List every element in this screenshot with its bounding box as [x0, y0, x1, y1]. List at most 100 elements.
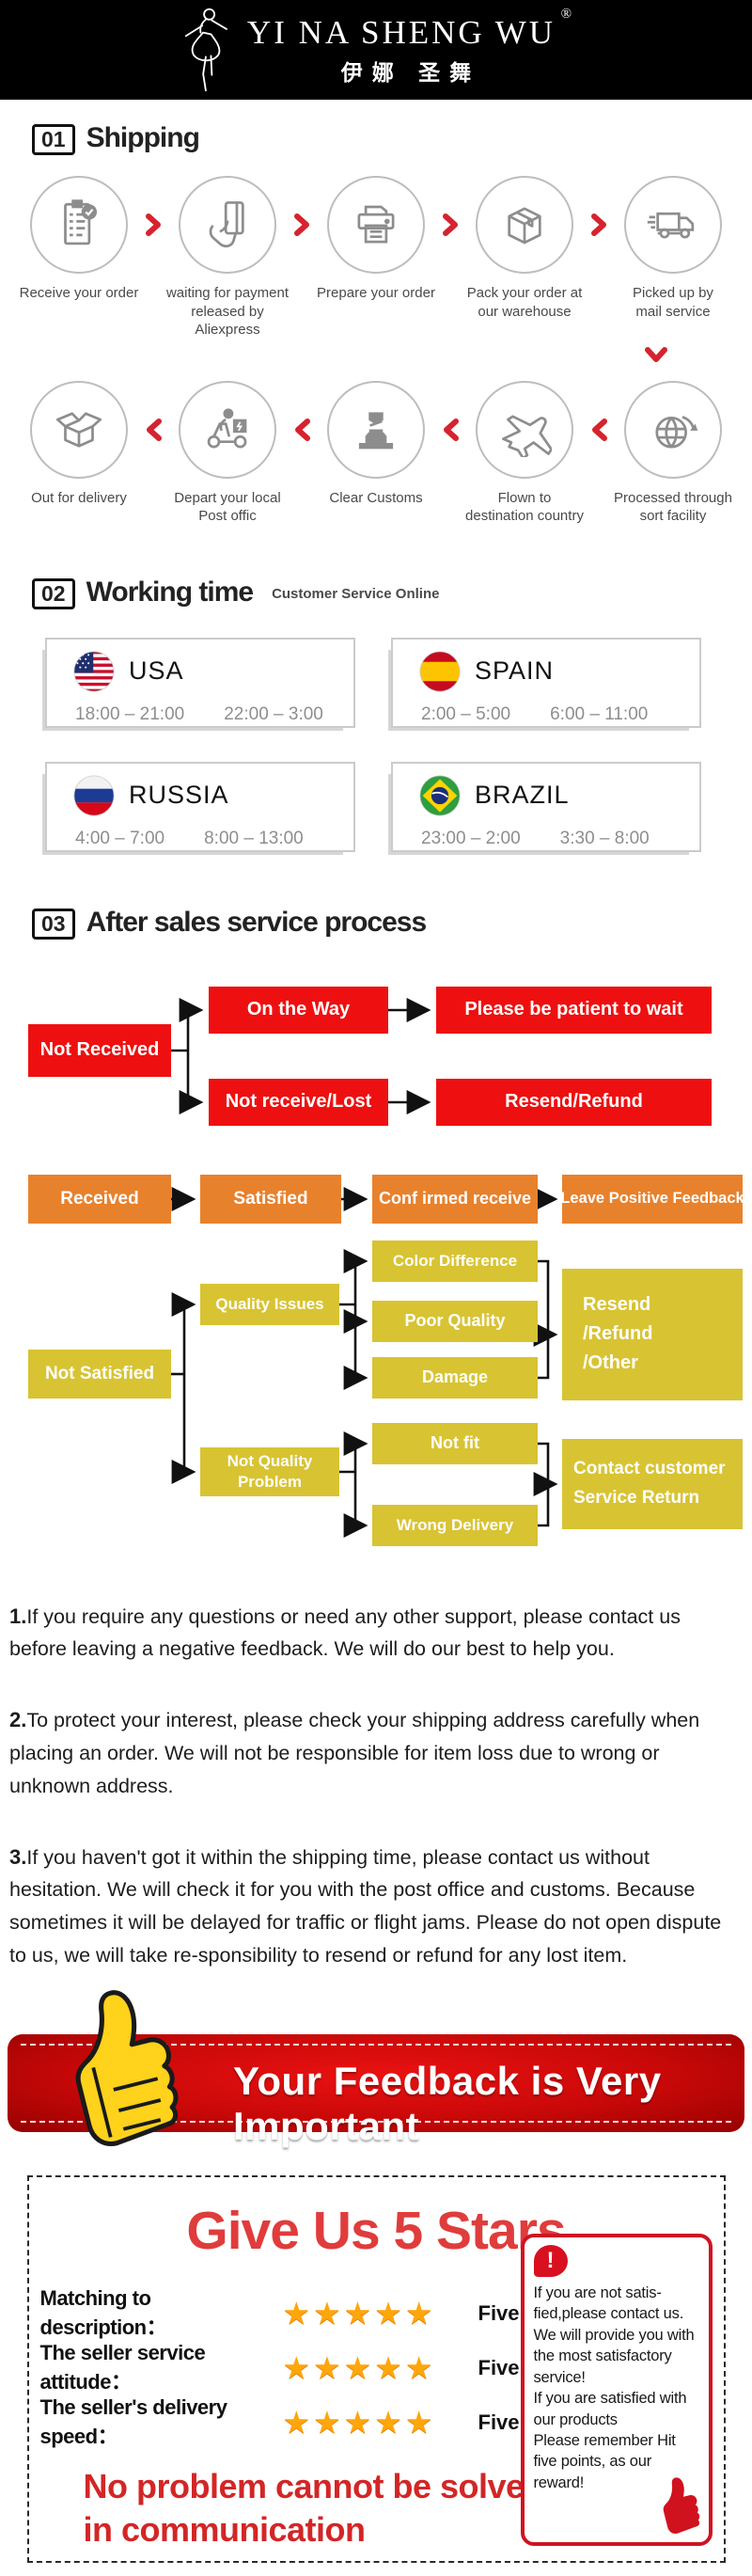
flow-resend-refund-other: Resend /Refund /Other — [562, 1268, 743, 1400]
service-hours: 18:00 – 21:00 — [75, 703, 185, 724]
flowchart-connectors — [169, 997, 558, 1538]
section-shipping-title: 01 Shipping — [32, 122, 752, 155]
shipping-row-2: Out for delivery Depart your local Post … — [0, 380, 752, 526]
arrow-left-icon — [439, 418, 462, 441]
shipping-step: Depart your local Post offic — [164, 380, 290, 526]
shipping-step-label: Receive your order — [19, 285, 139, 301]
section-name: Shipping — [86, 122, 200, 153]
shipping-step-label: Flown to destination country — [465, 489, 584, 525]
section-working-title: 02 Working time Customer Service Online — [32, 576, 752, 609]
note-1: 1.If you require any questions or need a… — [9, 1600, 743, 1667]
note-text: If you require any questions or need any… — [9, 1604, 681, 1661]
globe-icon — [624, 380, 722, 479]
flow-damage: Damage — [372, 1356, 538, 1399]
five-stars-icons: ★★★★★ — [282, 2350, 436, 2386]
thumbs-up-small-icon — [663, 2477, 699, 2534]
thumbs-up-icon — [75, 1990, 179, 2146]
flow-on-the-way: On the Way — [209, 986, 388, 1034]
shipping-step: Receive your order — [16, 176, 142, 303]
five-stars-icons: ★★★★★ — [282, 2405, 436, 2441]
section-number: 03 — [32, 908, 75, 940]
notes-section: 1.If you require any questions or need a… — [9, 1600, 743, 1972]
shipping-step: Out for delivery — [16, 380, 142, 508]
shipping-step: Clear Customs — [313, 380, 439, 508]
brand-name-en: YI NA SHENG WU ® — [246, 7, 574, 52]
note-number: 3. — [9, 1844, 27, 1869]
clipboard-check-icon — [30, 176, 128, 274]
five-stars-section: Give Us 5 Stars Matching to description：… — [26, 2174, 726, 2563]
rating-label: The seller's delivery speed： — [39, 2394, 227, 2448]
dancer-silhouette-icon — [184, 8, 227, 92]
brand-name-text: YI NA SHENG WU — [246, 13, 556, 51]
package-box-icon — [476, 176, 573, 274]
shipping-step: Prepare your order — [313, 176, 439, 303]
section-name: After sales service process — [86, 906, 428, 938]
open-box-icon — [30, 380, 128, 479]
arrow-right-icon — [290, 213, 313, 236]
flow-wrong-delivery: Wrong Delivery — [372, 1504, 538, 1546]
shipping-step-label: Out for delivery — [31, 489, 127, 506]
service-hours: 8:00 – 13:00 — [204, 828, 304, 848]
service-hours: 6:00 – 11:00 — [550, 703, 649, 724]
note-text: If you haven't got it within the shippin… — [9, 1845, 722, 1968]
shipping-step-label: Prepare your order — [317, 285, 435, 301]
rating-label: Matching to description： — [39, 2285, 167, 2339]
country-name: BRAZIL — [475, 781, 570, 809]
flow-not-receive-lost: Not receive/Lost — [209, 1078, 388, 1126]
section-subtitle: Customer Service Online — [272, 585, 440, 602]
flow-not-quality-problem: Not Quality Problem — [200, 1446, 339, 1496]
arrow-left-icon — [142, 418, 164, 441]
shipping-step-label: Depart your local Post offic — [174, 489, 281, 525]
arrow-down-icon — [0, 343, 752, 375]
note-number: 1. — [9, 1604, 27, 1628]
alert-icon: ! — [533, 2244, 572, 2279]
section-number: 02 — [32, 577, 75, 609]
five-stars-title: Give Us 5 Stars — [186, 2200, 566, 2261]
flow-confirmed-receive: Conf irmed receive — [372, 1174, 538, 1224]
flow-contact-customer: Contact customer Service Return — [562, 1438, 743, 1529]
service-hours: 22:00 – 3:00 — [224, 703, 323, 724]
five-stars-icons: ★★★★★ — [282, 2296, 436, 2331]
flow-resend-refund: Resend/Refund — [436, 1078, 712, 1126]
shipping-step-label: Clear Customs — [329, 489, 423, 506]
shipping-step: Picked up by mail service — [610, 176, 736, 321]
flow-not-fit: Not fit — [372, 1422, 538, 1464]
shipping-step: Pack your order at our warehouse — [462, 176, 588, 321]
note-3: 3.If you haven't got it within the shipp… — [9, 1841, 743, 1972]
working-hours-spain: SPAIN 2:00 – 5:00 6:00 – 11:00 — [391, 637, 701, 728]
flow-not-satisfied: Not Satisfied — [28, 1349, 171, 1399]
brazil-flag-icon — [419, 775, 461, 815]
flow-leave-feedback: Leave Positive Feedback — [560, 1174, 744, 1224]
country-name: SPAIN — [475, 656, 555, 685]
shipping-step-label: waiting for payment released by Aliexpre… — [165, 285, 290, 338]
working-hours-brazil: BRAZIL 23:00 – 2:00 3:30 – 8:00 — [391, 761, 701, 852]
satisfaction-panel: ! If you are not satis- fied,please cont… — [520, 2233, 713, 2546]
service-hours: 3:30 – 8:00 — [559, 828, 650, 848]
spain-flag-icon — [419, 651, 461, 691]
note-number: 2. — [9, 1708, 27, 1732]
panel-text: If you are not satis- fied,please contac… — [533, 2284, 695, 2491]
working-hours-usa: USA 18:00 – 21:00 22:00 – 3:00 — [45, 637, 355, 728]
country-name: USA — [129, 656, 184, 685]
flow-please-wait: Please be patient to wait — [436, 986, 712, 1034]
banner-text: Your Feedback is Very Important — [233, 2058, 662, 2148]
rating-label: The seller service attitude： — [39, 2340, 206, 2394]
printer-icon — [327, 176, 425, 274]
brand-name-cn: 伊娜 圣舞 — [340, 59, 481, 85]
shipping-step: waiting for payment released by Aliexpre… — [164, 176, 290, 340]
flow-poor-quality: Poor Quality — [372, 1300, 538, 1342]
shipping-step-label: Picked up by mail service — [633, 285, 713, 320]
shipping-row-1: Receive your order waiting for payment r… — [0, 176, 752, 340]
section-name: Working time — [86, 576, 254, 608]
working-hours-grid: USA 18:00 – 21:00 22:00 – 3:00 SPAIN 2:0… — [45, 637, 752, 852]
country-name: RUSSIA — [129, 781, 229, 809]
feedback-banner: Your Feedback is Very Important — [0, 1990, 752, 2148]
flow-color-difference: Color Difference — [372, 1240, 538, 1282]
brand-header: YI NA SHENG WU ® 伊娜 圣舞 — [0, 0, 752, 100]
service-hours: 2:00 – 5:00 — [421, 703, 511, 724]
flow-received: Received — [28, 1174, 171, 1224]
customs-officer-icon — [327, 380, 425, 479]
alert-exclamation: ! — [546, 2247, 555, 2273]
communication-slogan: No problem cannot be solved in communica… — [83, 2466, 545, 2550]
note-2: 2.To protect your interest, please check… — [9, 1703, 743, 1802]
